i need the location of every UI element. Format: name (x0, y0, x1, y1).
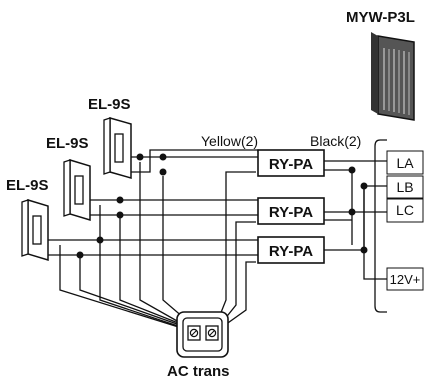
yellow-wire-label: Yellow(2) (201, 133, 258, 149)
relay-to-trans-wires (213, 171, 256, 331)
relay-3: RY-PA (257, 236, 325, 264)
terminal-lc: LC (386, 198, 424, 223)
relay-1-label: RY-PA (269, 156, 313, 173)
terminal-bracket (374, 139, 387, 313)
ac-transformer (176, 311, 229, 358)
door-station-1-label: EL-9S (88, 96, 131, 113)
terminal-lb-label: LB (396, 179, 413, 195)
door-station-3 (21, 198, 49, 262)
relay-2: RY-PA (257, 197, 325, 225)
relay-to-terminal-wires (324, 160, 387, 280)
door-station-2-label: EL-9S (46, 135, 89, 152)
relay-3-label: RY-PA (269, 243, 313, 260)
door-station-1 (103, 117, 132, 179)
ac-trans-label: AC trans (167, 363, 230, 380)
junction-dots (76, 153, 368, 259)
relay-1: RY-PA (257, 149, 325, 177)
relay-2-label: RY-PA (269, 204, 313, 221)
terminal-12v: 12V+ (386, 267, 424, 291)
monitor-unit (371, 32, 415, 121)
door-station-3-label: EL-9S (6, 177, 49, 194)
black-wire-label: Black(2) (310, 133, 361, 149)
terminal-la-label: LA (396, 155, 414, 171)
monitor-label: MYW-P3L (346, 9, 415, 26)
terminal-lb: LB (386, 175, 424, 199)
terminal-lc-label: LC (396, 202, 414, 218)
terminal-12v-label: 12V+ (390, 272, 421, 287)
terminal-la: LA (386, 150, 424, 175)
door-station-2 (63, 158, 91, 222)
